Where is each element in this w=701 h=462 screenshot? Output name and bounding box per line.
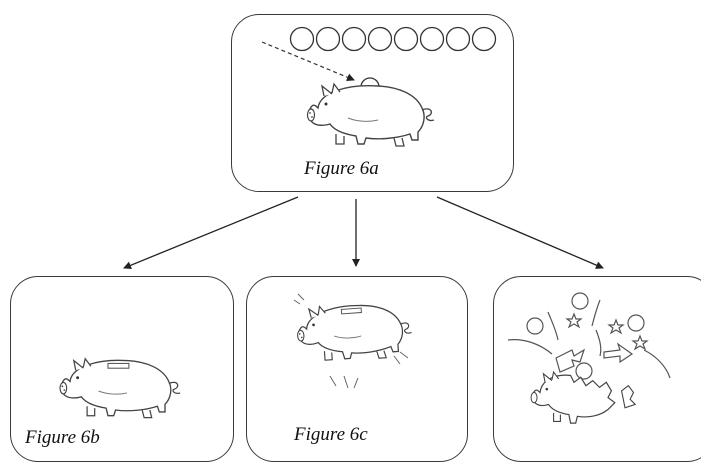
piggy-bank-icon	[306, 83, 435, 147]
motion-lines-icon	[293, 293, 409, 389]
coin-icon	[627, 314, 645, 332]
coin-icon	[571, 292, 589, 310]
caption-figure-6a: Figure 6a	[304, 158, 379, 179]
dashed-arrow-icon	[261, 41, 355, 82]
coin-icon	[289, 26, 315, 52]
caption-figure-6b: Figure 6b	[25, 427, 100, 448]
arrow-icon	[555, 348, 586, 373]
star-icon	[565, 312, 583, 329]
caption-figure-6c: Figure 6c	[294, 424, 368, 445]
broken-piggy-bank-icon	[530, 370, 637, 424]
arrow-to-6b	[123, 196, 299, 270]
coin-icon	[419, 26, 445, 52]
debris-icon	[595, 329, 602, 357]
coin-row	[289, 26, 497, 52]
coin-icon	[445, 26, 471, 52]
debris-icon	[591, 299, 601, 327]
star-icon	[631, 334, 649, 351]
diagram-canvas	[59, 26, 671, 424]
coin-icon	[393, 26, 419, 52]
debris-icon	[547, 311, 559, 341]
arrow-icon	[603, 342, 634, 364]
coin-icon	[526, 317, 544, 335]
explosion-scene	[507, 292, 671, 380]
coin-icon	[341, 26, 367, 52]
star-icon	[607, 318, 625, 335]
piggy-bank-icon	[59, 358, 181, 419]
coin-icon	[575, 362, 593, 380]
coin-icon	[471, 26, 497, 52]
coin-icon	[367, 26, 393, 52]
piggy-bank-icon	[295, 299, 414, 365]
arrow-to-6d	[436, 196, 604, 269]
debris-icon	[643, 349, 671, 379]
debris-icon	[507, 339, 553, 355]
coin-icon	[315, 26, 341, 52]
